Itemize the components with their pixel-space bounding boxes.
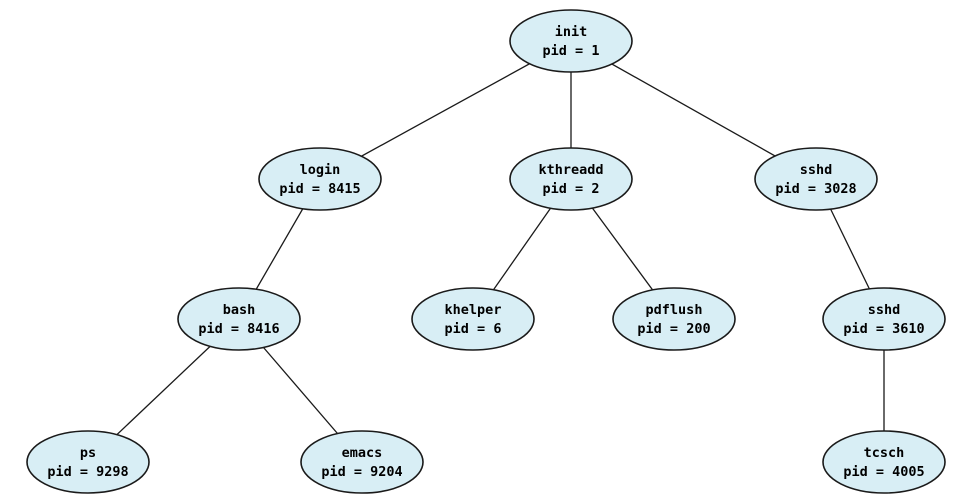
node-kthreadd: kthreadd pid = 2 <box>509 147 633 211</box>
node-pid-label: pid = 8415 <box>279 181 360 197</box>
node-pid-label: pid = 200 <box>637 321 710 337</box>
node-ellipse-tcsch <box>822 430 946 494</box>
node-init: init pid = 1 <box>509 9 633 73</box>
node-name-label: ps <box>80 445 96 461</box>
node-sshd3610: sshd pid = 3610 <box>822 287 946 351</box>
node-pid-label: pid = 3610 <box>843 321 924 337</box>
node-ellipse-bash <box>177 287 301 351</box>
node-login: login pid = 8415 <box>258 147 382 211</box>
node-ellipse-khelper <box>411 287 535 351</box>
node-name-label: emacs <box>342 445 383 461</box>
node-name-label: pdflush <box>646 302 703 318</box>
node-pdflush: pdflush pid = 200 <box>612 287 736 351</box>
node-ellipse-pdflush <box>612 287 736 351</box>
node-name-label: tcsch <box>864 445 905 461</box>
node-ellipse-init <box>509 9 633 73</box>
node-pid-label: pid = 1 <box>543 43 600 59</box>
node-pid-label: pid = 4005 <box>843 464 924 480</box>
node-tcsch: tcsch pid = 4005 <box>822 430 946 494</box>
node-name-label: init <box>555 24 588 40</box>
node-ellipse-login <box>258 147 382 211</box>
node-name-label: bash <box>223 302 256 318</box>
node-sshd3028: sshd pid = 3028 <box>754 147 878 211</box>
node-bash: bash pid = 8416 <box>177 287 301 351</box>
node-pid-label: pid = 3028 <box>775 181 856 197</box>
node-ps: ps pid = 9298 <box>26 430 150 494</box>
node-khelper: khelper pid = 6 <box>411 287 535 351</box>
edges-layer <box>87 40 885 463</box>
nodes-layer: init pid = 1 login pid = 8415 kthreadd pid = … <box>26 9 946 494</box>
node-ellipse-ps <box>26 430 150 494</box>
node-pid-label: pid = 2 <box>543 181 600 197</box>
node-name-label: sshd <box>868 302 901 318</box>
node-pid-label: pid = 8416 <box>198 321 279 337</box>
node-name-label: kthreadd <box>538 162 603 178</box>
node-ellipse-sshd3028 <box>754 147 878 211</box>
node-ellipse-kthreadd <box>509 147 633 211</box>
node-pid-label: pid = 6 <box>445 321 502 337</box>
node-name-label: khelper <box>445 302 502 318</box>
node-pid-label: pid = 9298 <box>47 464 128 480</box>
node-ellipse-sshd3610 <box>822 287 946 351</box>
node-emacs: emacs pid = 9204 <box>300 430 424 494</box>
node-name-label: sshd <box>800 162 833 178</box>
node-pid-label: pid = 9204 <box>321 464 402 480</box>
node-ellipse-emacs <box>300 430 424 494</box>
node-name-label: login <box>300 162 341 178</box>
